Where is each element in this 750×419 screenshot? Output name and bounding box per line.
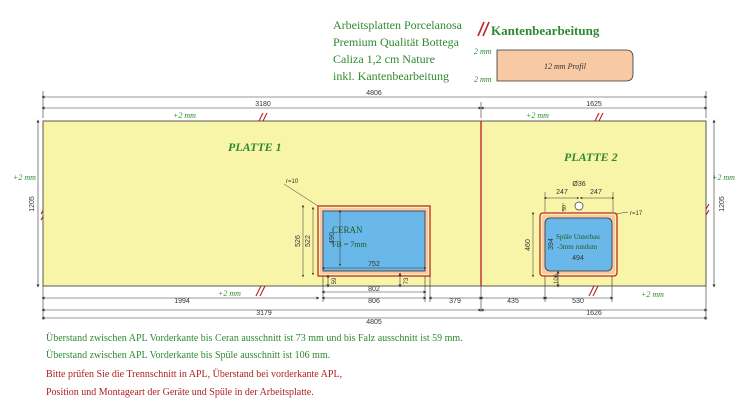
edge-bottom-mm: 2 mm	[474, 75, 492, 84]
dim-59: 59	[332, 277, 338, 284]
dim-1626: 1626	[586, 310, 602, 317]
sink-label-1: Spüle Unterbau	[556, 233, 600, 241]
dim-3179: 3179	[256, 310, 272, 317]
ceran-height-inner: 490	[329, 232, 336, 244]
plate2-title: PLATTE 2	[564, 150, 618, 164]
dim-802: 802	[368, 286, 380, 293]
dim-530: 530	[572, 298, 584, 305]
note-sink-overhang: Überstand zwischen APL Vorderkante bis S…	[46, 349, 330, 361]
dim-1994: 1994	[174, 298, 190, 305]
edge-title: Kantenbearbeitung	[491, 23, 600, 38]
ceran-radius: r=10	[286, 179, 299, 185]
tap-hole-icon	[574, 201, 584, 211]
sink-w247-left: 247	[556, 189, 568, 196]
sink-w247-right: 247	[590, 189, 602, 196]
cut-mark-icon	[477, 21, 490, 37]
header-block: Arbeitsplatten Porcelanosa Premium Quali…	[333, 18, 463, 83]
sink-height-outer: 460	[525, 239, 532, 251]
dim-106: 106	[554, 273, 560, 284]
overhang-top-left: +2 mm	[173, 111, 196, 120]
tap-diameter: Ø36	[572, 181, 585, 188]
sink-height-inner: 394	[548, 238, 555, 250]
sink-cutout	[539, 212, 618, 277]
dim-overall-top: 4806	[366, 90, 382, 97]
overhang-top-right: +2 mm	[526, 111, 549, 120]
dim-379: 379	[449, 298, 461, 305]
header-line-1: Arbeitsplatten Porcelanosa	[333, 18, 463, 32]
sink-radius: r=17	[630, 211, 643, 217]
dim-depth-left: 1205	[29, 196, 36, 212]
dim-73: 73	[404, 277, 410, 284]
dim-top	[41, 91, 708, 118]
dim-435: 435	[507, 298, 519, 305]
overhang-bottom-left: +2 mm	[218, 289, 241, 298]
ceran-width: 752	[368, 261, 380, 268]
dim-top-left: 3180	[255, 101, 271, 108]
note-check-2: Position und Montageart der Geräte und S…	[46, 387, 314, 398]
edge-legend: Kantenbearbeitung 2 mm 2 mm 12 mm Profil	[474, 21, 634, 84]
overhang-right: +2 mm	[712, 173, 735, 182]
ceran-dim-lines	[283, 183, 427, 278]
header-line-3: Caliza 1,2 cm Nature	[333, 52, 435, 66]
sink-tap-offset: 50	[562, 205, 568, 211]
dim-sides	[36, 119, 716, 288]
dim-depth-right: 1205	[719, 196, 726, 212]
ceran-height-mid: 522	[305, 235, 312, 247]
edge-top-mm: 2 mm	[474, 47, 492, 56]
note-check-1: Bitte prüfen Sie die Trennschnitt in APL…	[46, 368, 342, 380]
dim-4805: 4805	[366, 319, 382, 326]
profile-shape	[496, 49, 634, 82]
dim-806: 806	[368, 298, 380, 305]
dim-top-right: 1625	[586, 101, 602, 108]
header-line-2: Premium Qualität Bottega	[333, 35, 460, 49]
header-line-4: inkl. Kantenbearbeitung	[333, 69, 449, 83]
ceran-height-outer: 526	[295, 235, 302, 247]
plate1-title: PLATTE 1	[228, 140, 282, 154]
note-ceran-overhang: Überstand zwischen APL Vorderkante bis C…	[46, 332, 463, 344]
overhang-bottom-right: +2 mm	[641, 290, 664, 299]
ceran-name: CERAN	[332, 225, 363, 235]
sink-width: 494	[572, 255, 584, 262]
profile-label: 12 mm Profil	[544, 62, 587, 71]
overhang-left: +2 mm	[13, 173, 36, 182]
dim-bottom	[41, 270, 708, 320]
sink-label-2: -3mm rundum	[557, 243, 598, 251]
ceran-fb: FB = 7mm	[332, 240, 368, 249]
